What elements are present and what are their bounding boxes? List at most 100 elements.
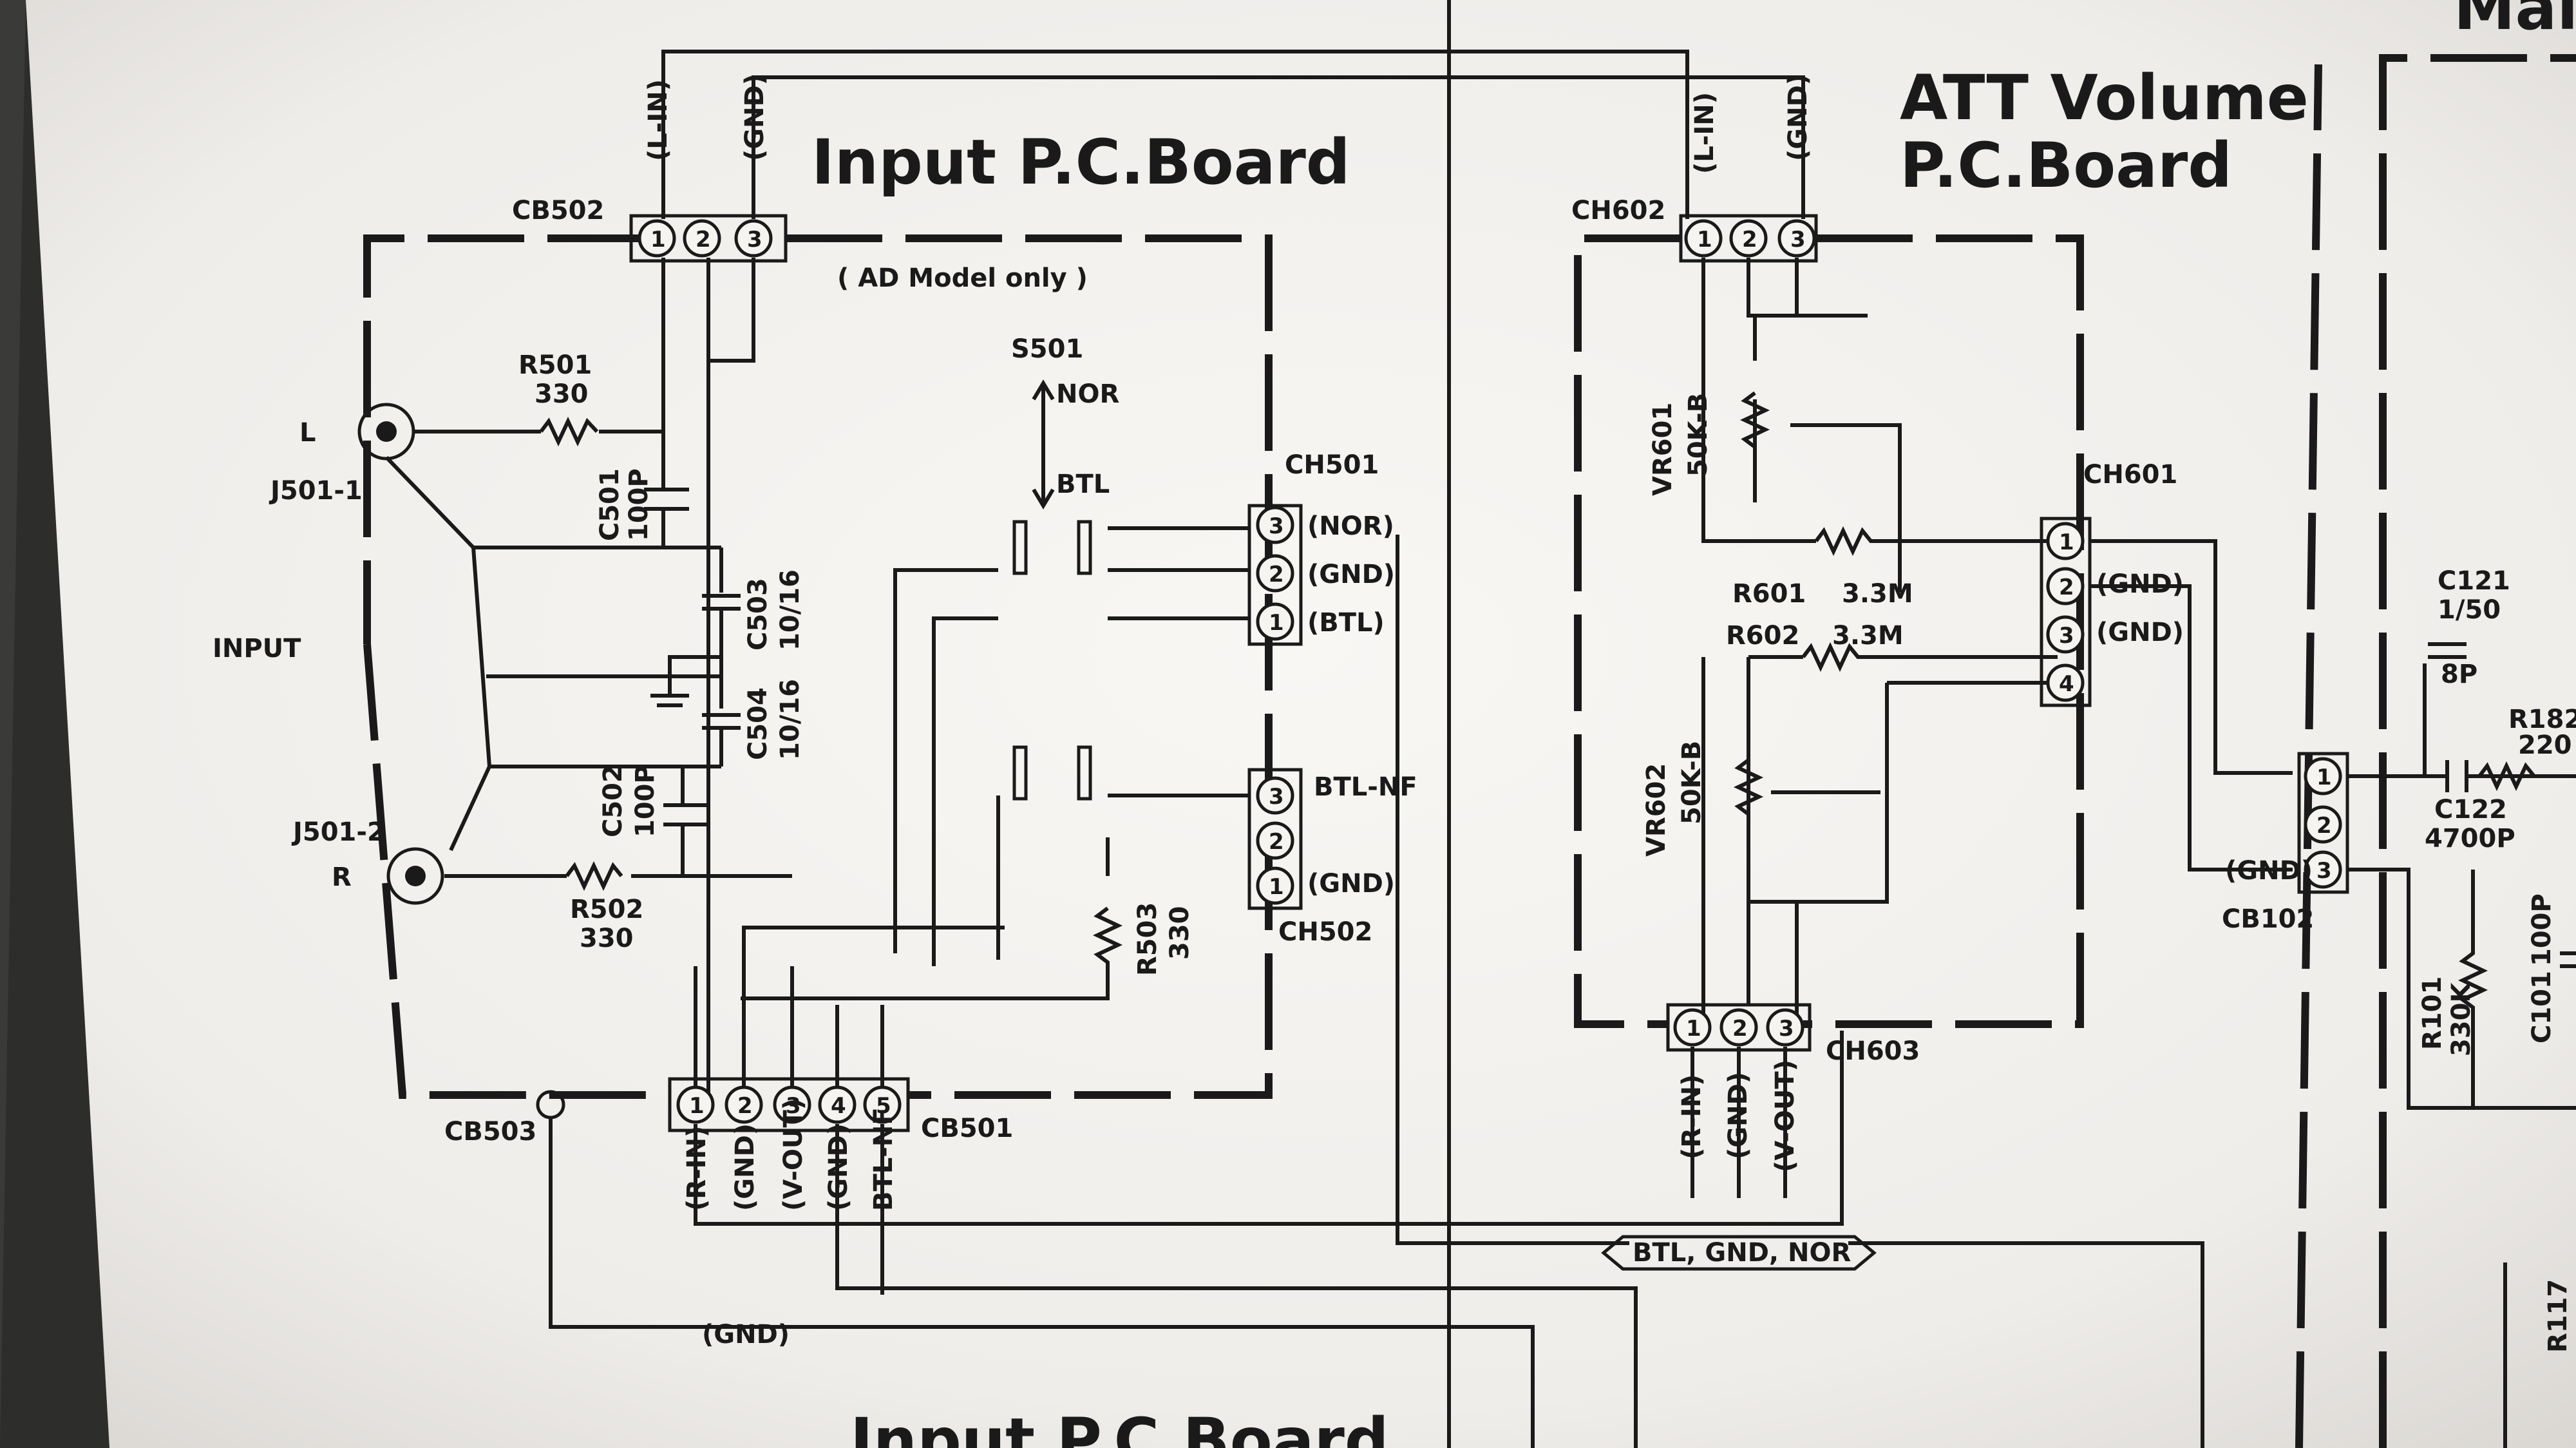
vr602-label: VR602 bbox=[1642, 763, 1671, 857]
input-board-outline-left-top bbox=[363, 234, 644, 644]
ch602-lin-label: (L-IN) bbox=[1690, 92, 1719, 174]
svg-text:4: 4 bbox=[831, 1093, 846, 1119]
ch502-btlnf-label: BTL-NF bbox=[1314, 772, 1417, 802]
jack-l-label: L bbox=[299, 418, 316, 448]
main-board-title: Mai bbox=[2454, 0, 2576, 44]
paper-sheet bbox=[26, 0, 2576, 1448]
ch501-pin-1: 1 bbox=[1256, 602, 1294, 641]
r501-value: 330 bbox=[535, 379, 589, 409]
s501-input-wires bbox=[893, 568, 1110, 966]
cb501-pin-1: 1 bbox=[676, 1085, 715, 1124]
s501-arrow bbox=[1032, 379, 1055, 510]
ch602-pin-2: 2 bbox=[1729, 219, 1768, 258]
ch601-pin-4: 4 bbox=[2046, 663, 2085, 702]
svg-text:2: 2 bbox=[1742, 227, 1757, 252]
ch603-pin-2: 2 bbox=[1719, 1008, 1758, 1047]
svg-text:3: 3 bbox=[747, 227, 762, 252]
cb501-btlnf-label: BTL-NF bbox=[869, 1107, 898, 1211]
ch601-pin-2: 2 bbox=[2046, 567, 2085, 605]
svg-text:1: 1 bbox=[1269, 610, 1284, 636]
c122-label: C122 bbox=[2434, 795, 2507, 824]
ch502-pin-2: 2 bbox=[1256, 821, 1294, 860]
c502-label: C502 bbox=[598, 765, 628, 837]
ch602-pin-3: 3 bbox=[1777, 219, 1816, 258]
cb501-connector bbox=[668, 1077, 910, 1132]
r501-resistor bbox=[539, 416, 599, 447]
c503-label: C503 bbox=[743, 578, 773, 651]
input-board-outline-left-bottom bbox=[363, 643, 670, 1099]
c503-capacitor bbox=[702, 548, 741, 683]
cb502-label: CB502 bbox=[512, 196, 604, 225]
svg-text:1: 1 bbox=[1686, 1016, 1701, 1042]
r101-resistor bbox=[2458, 870, 2488, 1108]
svg-text:2: 2 bbox=[737, 1093, 753, 1119]
ch602-gnd-label: (GND) bbox=[1783, 73, 1813, 161]
cb501-pin-5: 5 bbox=[863, 1085, 902, 1124]
r182-label: R182 bbox=[2508, 705, 2576, 734]
jack-l-center bbox=[376, 421, 397, 442]
r502-label: R502 bbox=[570, 895, 643, 924]
cb501-gnd-label: (GND) bbox=[730, 1123, 760, 1211]
vr601-value: 50K-B bbox=[1683, 393, 1713, 477]
ground-symbol bbox=[650, 655, 721, 707]
r503-value: 330 bbox=[1165, 906, 1195, 960]
svg-text:2: 2 bbox=[696, 227, 711, 252]
r502-resistor bbox=[565, 861, 623, 891]
svg-text:1: 1 bbox=[1269, 874, 1284, 900]
svg-text:1: 1 bbox=[650, 227, 666, 252]
j501-2-label: J501-2 bbox=[291, 817, 385, 847]
r602-label: R602 bbox=[1726, 621, 1799, 651]
bottom-board-title: Input P.C.Board bbox=[850, 1405, 1389, 1448]
svg-text:3: 3 bbox=[2316, 858, 2332, 884]
cb501-pin-3: 3 bbox=[773, 1085, 811, 1124]
r601-resistor bbox=[1790, 423, 2058, 593]
input-board-subtitle: ( AD Model only ) bbox=[837, 263, 1088, 293]
c503-value: 10/16 bbox=[775, 569, 805, 651]
ch601-pin-3: 3 bbox=[2046, 615, 2085, 654]
c121-value: 1/50 bbox=[2438, 595, 2501, 625]
c504-value: 10/16 bbox=[775, 679, 805, 760]
s501-nor: NOR bbox=[1056, 379, 1119, 409]
r601-value: 3.3M bbox=[1842, 579, 1913, 609]
monitor-bezel bbox=[0, 0, 26, 1448]
cb503-gnd-wire bbox=[549, 1118, 1535, 1448]
main-board-outline-inner bbox=[2295, 64, 2322, 1448]
s501-contact-a bbox=[1012, 520, 1028, 575]
cb503-label: CB503 bbox=[444, 1117, 536, 1147]
vr602-potentiometer bbox=[1733, 681, 2058, 1024]
svg-text:3: 3 bbox=[786, 1093, 801, 1119]
main-board-outline bbox=[2379, 54, 2576, 1448]
att-board: ATT Volume P.C.Board 1 2 3 CH602 (L-IN) … bbox=[1396, 62, 2309, 1448]
s501-label: S501 bbox=[1011, 334, 1083, 364]
svg-text:1: 1 bbox=[689, 1093, 705, 1119]
s501-contact-b bbox=[1077, 520, 1092, 575]
c502-capacitor bbox=[663, 767, 708, 876]
c504-capacitor bbox=[702, 683, 741, 767]
ch603-pin-1: 1 bbox=[1673, 1008, 1712, 1047]
c101-label: C101 bbox=[2527, 971, 2557, 1043]
svg-text:2: 2 bbox=[1269, 829, 1284, 855]
svg-text:2: 2 bbox=[1269, 562, 1284, 587]
vr601-wiring bbox=[1701, 258, 1868, 543]
ch502-gnd-label: (GND) bbox=[1307, 869, 1395, 899]
ch502-pin-1: 1 bbox=[1256, 866, 1294, 905]
ch602-label: CH602 bbox=[1571, 196, 1665, 225]
ch601-connector bbox=[2040, 517, 2092, 707]
cb501-gnd2-label: (GND) bbox=[824, 1123, 853, 1211]
s501-btl: BTL bbox=[1056, 470, 1110, 499]
ch501-connector bbox=[1247, 504, 1303, 646]
c501-label: C501 bbox=[595, 468, 625, 541]
bus-label-box bbox=[1601, 1235, 1877, 1271]
svg-text:3: 3 bbox=[1269, 784, 1284, 810]
ch502-connector bbox=[1247, 768, 1303, 910]
c121-label: C121 bbox=[2438, 566, 2510, 596]
input-board-outline-right bbox=[786, 234, 1273, 1099]
c101-capacitor bbox=[2560, 951, 2576, 968]
s501-contact-c bbox=[1012, 745, 1028, 801]
cb102-pin-2: 2 bbox=[2304, 805, 2342, 844]
ch502-label: CH502 bbox=[1278, 917, 1372, 947]
cb102-pin-3: 3 bbox=[2304, 850, 2342, 889]
r601-label: R601 bbox=[1732, 579, 1806, 609]
svg-text:1: 1 bbox=[2316, 765, 2332, 790]
